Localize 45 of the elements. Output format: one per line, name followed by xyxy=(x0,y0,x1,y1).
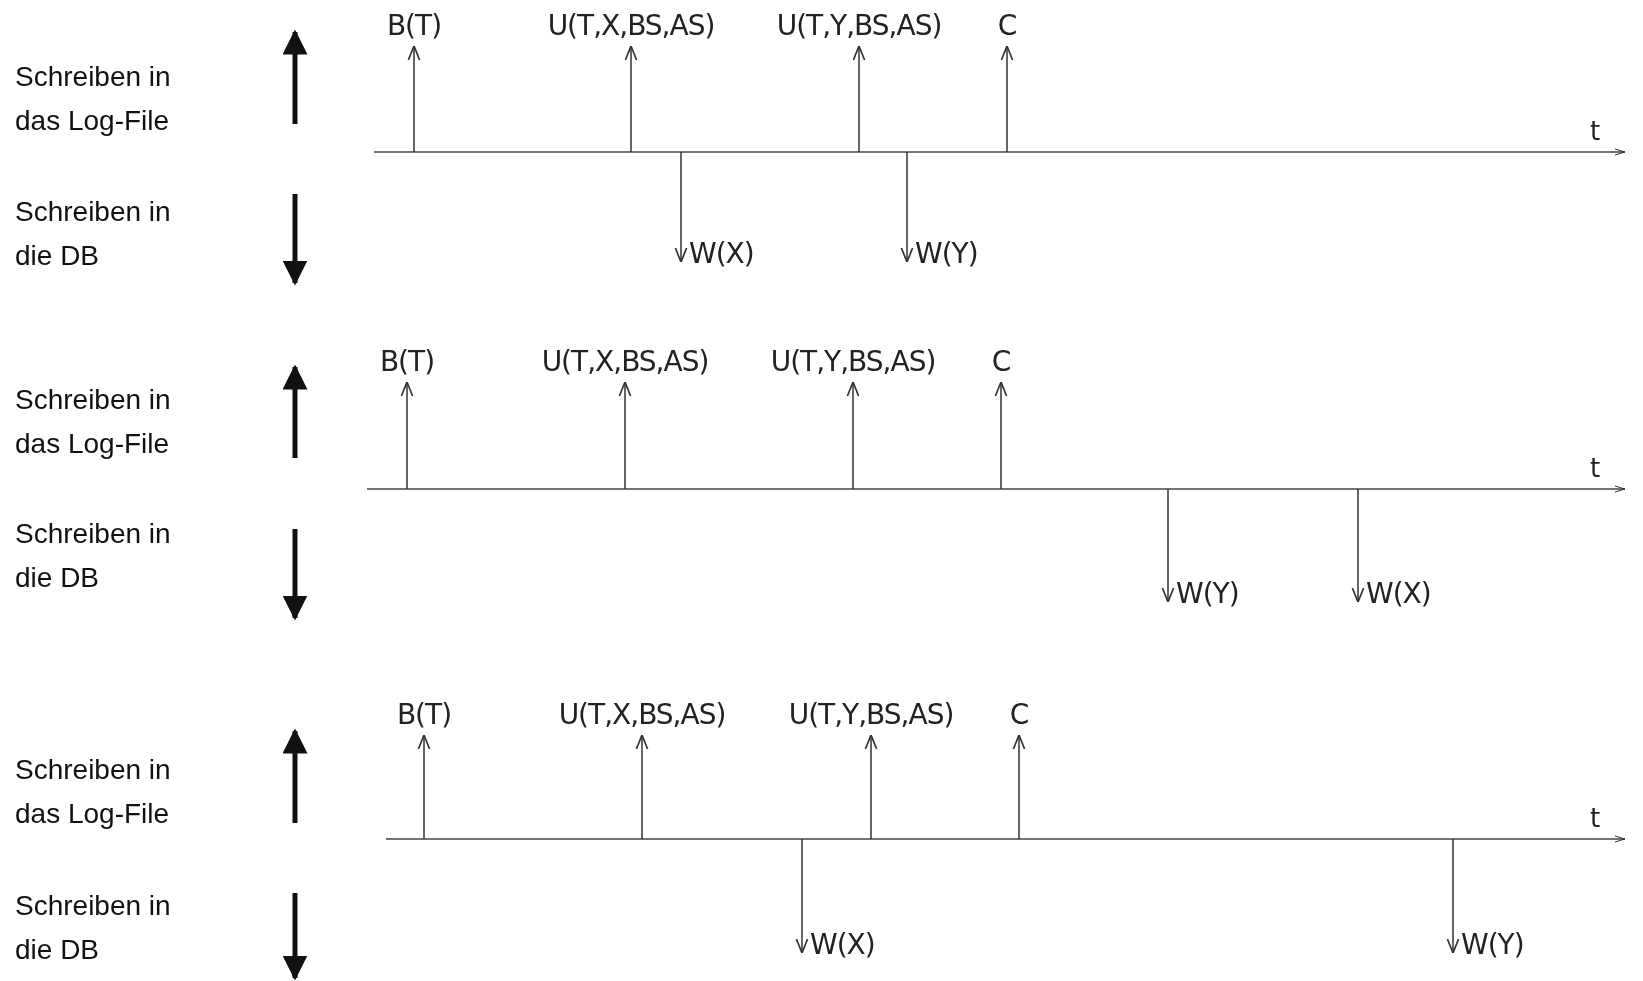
arrow xyxy=(400,381,414,490)
arrow xyxy=(1012,734,1026,840)
event-label: U(T,Y,BS,AS) xyxy=(770,342,936,382)
arrow xyxy=(900,151,914,263)
side-label: Schreiben in das Log-File xyxy=(15,383,172,461)
event-label: B(T) xyxy=(396,695,452,735)
event-label: W(X) xyxy=(681,234,754,274)
event-label: W(Y) xyxy=(1168,574,1239,614)
arrow xyxy=(674,151,688,263)
arrow xyxy=(407,45,421,153)
arrow xyxy=(795,838,809,954)
event-label: W(X) xyxy=(1358,574,1431,614)
event-label: C xyxy=(1009,695,1029,735)
event-label: B(T) xyxy=(379,342,435,382)
arrow xyxy=(635,734,649,840)
arrow xyxy=(1161,488,1175,603)
event-label: B(T) xyxy=(386,6,442,46)
event-label: U(T,Y,BS,AS) xyxy=(776,6,942,46)
event-label: W(Y) xyxy=(907,234,978,274)
arrow xyxy=(1351,488,1365,603)
side-label: Schreiben in die DB xyxy=(15,889,172,967)
arrow xyxy=(852,45,866,153)
event-label: W(X) xyxy=(802,925,875,965)
arrow xyxy=(417,734,431,840)
event-label: U(T,X,BS,AS) xyxy=(541,342,709,382)
event-label: U(T,Y,BS,AS) xyxy=(788,695,954,735)
event-label: W(Y) xyxy=(1453,925,1524,965)
arrow xyxy=(1000,45,1014,153)
event-label: C xyxy=(997,6,1017,46)
arrow xyxy=(846,381,860,490)
side-label: Schreiben in die DB xyxy=(15,195,172,273)
axis-label: t xyxy=(1590,453,1601,483)
event-label: C xyxy=(991,342,1011,382)
event-label: U(T,X,BS,AS) xyxy=(558,695,726,735)
arrow xyxy=(618,381,632,490)
arrow xyxy=(624,45,638,153)
arrow xyxy=(1446,838,1460,954)
axis-label: t xyxy=(1590,116,1601,146)
arrow xyxy=(864,734,878,840)
side-label: Schreiben in das Log-File xyxy=(15,753,172,831)
arrow xyxy=(994,381,1008,490)
side-label: Schreiben in das Log-File xyxy=(15,60,172,138)
axis-label: t xyxy=(1590,803,1601,833)
side-label: Schreiben in die DB xyxy=(15,517,172,595)
event-label: U(T,X,BS,AS) xyxy=(547,6,715,46)
